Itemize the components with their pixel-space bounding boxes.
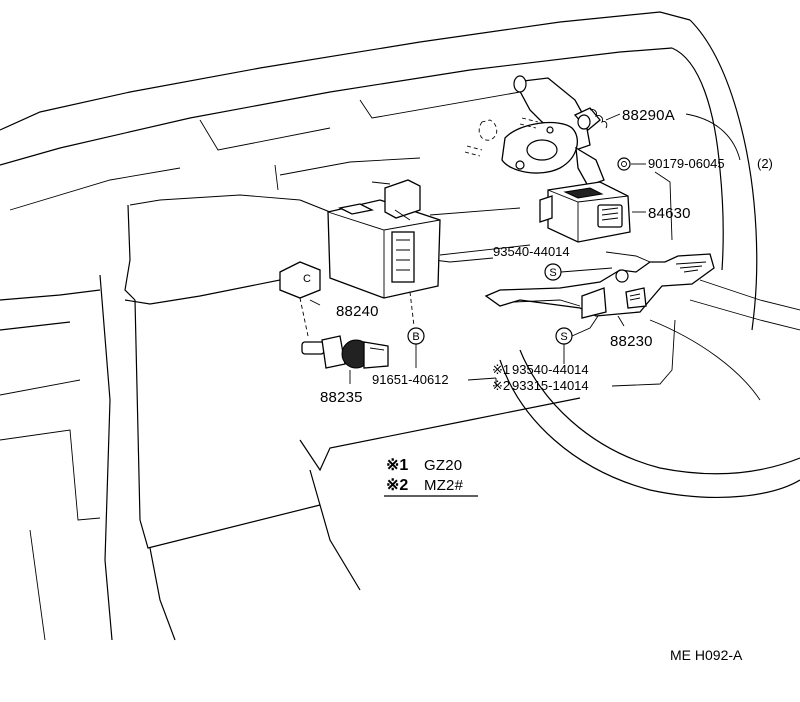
label-90179-qty: (2) <box>757 156 773 171</box>
steering-wheel-outline <box>499 279 800 498</box>
legend-row2-mark: ※2 <box>386 477 408 494</box>
part-88290a-spring: 88290A <box>573 107 741 161</box>
part-84630-switch: 84630 <box>539 181 691 243</box>
legend-row1-mark: ※1 <box>386 457 408 474</box>
drawing-code: ME H092-A <box>670 647 743 663</box>
ref-c: C <box>303 273 311 285</box>
part-90179-nut: 90179-06045 (2) <box>617 156 773 241</box>
label-88290a: 88290A <box>622 107 675 124</box>
legend-row2-text: MZ2# <box>424 477 464 494</box>
bracket-c: C <box>279 261 321 337</box>
label-88230: 88230 <box>610 333 653 350</box>
label-90179: 90179-06045 <box>648 156 725 171</box>
note2-mark: ※2 <box>492 378 510 393</box>
label-88240: 88240 <box>336 303 379 320</box>
label-93540-bot: 93540-44014 <box>512 362 589 377</box>
part-93540-top: 93540-44014 S <box>417 244 651 281</box>
ref-b: B <box>412 331 419 343</box>
label-93540-top: 93540-44014 <box>493 244 570 259</box>
variant-callouts: ※1 93540-44014 ※2 93315-14014 <box>492 319 676 393</box>
part-88240-unit: 88240 B <box>327 179 441 368</box>
label-84630: 84630 <box>648 205 691 222</box>
label-88235: 88235 <box>320 389 363 406</box>
part-88230-arm: 88230 S <box>484 253 715 364</box>
column-bracket <box>464 75 605 187</box>
label-91651: 91651-40612 <box>372 372 449 387</box>
note1-mark: ※1 <box>492 362 510 377</box>
variant-legend: ※1 GZ20 ※2 MZ2# <box>384 457 478 497</box>
ref-s-top: S <box>549 267 556 279</box>
label-93315: 93315-14014 <box>512 378 589 393</box>
dashboard-outline <box>0 11 758 641</box>
ref-s-bot: S <box>560 331 567 343</box>
legend-row1-text: GZ20 <box>424 457 462 474</box>
part-88235-sensor: 88235 <box>301 335 389 406</box>
part-91651-bolt: 91651-40612 <box>372 372 497 387</box>
